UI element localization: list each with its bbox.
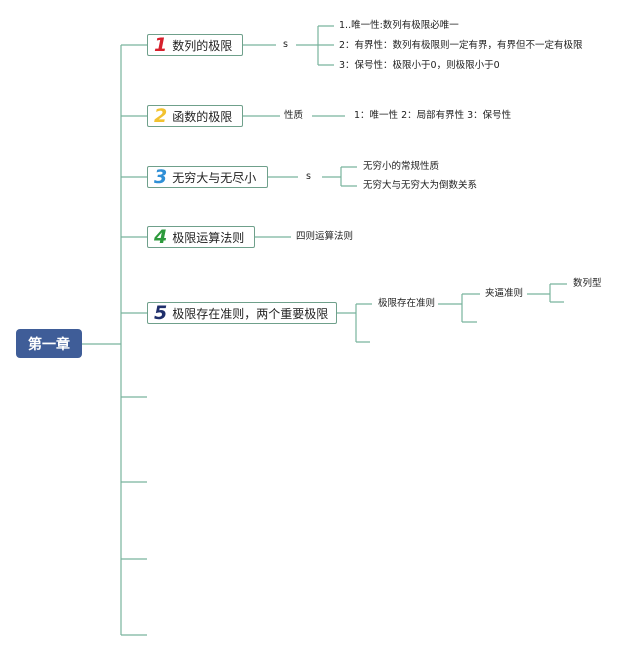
topic-4-node[interactable]: 4 极限运算法则 xyxy=(147,226,255,248)
topic-3-number: 3 xyxy=(154,165,168,188)
topic-4-sub-1: 四则运算法则 xyxy=(296,231,354,242)
topic-3-sub-2: 无穷大与无穷大为倒数关系 xyxy=(363,180,478,191)
topic-1-sub-1: 1..唯一性:数列有极限必唯一 xyxy=(339,20,459,31)
topic-1-number: 1 xyxy=(154,33,168,56)
topic-5-sub-3: 数列型 xyxy=(573,278,602,289)
topic-1-mid-label: s xyxy=(283,39,288,50)
topic-5-label: 极限存在准则，两个重要极限 xyxy=(172,306,329,321)
topic-1-sub-2: 2：有界性：数列有极限则一定有界，有界但不一定有极限 xyxy=(339,40,583,51)
topic-5-node[interactable]: 5 极限存在准则，两个重要极限 xyxy=(147,302,337,324)
topic-5-sub-2: 夹逼准则 xyxy=(485,288,524,299)
topic-3-sub-1: 无穷小的常规性质 xyxy=(363,161,440,172)
topic-3-mid-label: s xyxy=(306,171,311,182)
topic-4-number: 4 xyxy=(154,225,168,248)
topic-3-node[interactable]: 3 无穷大与无尽小 xyxy=(147,166,268,188)
topic-5-number: 5 xyxy=(154,301,168,324)
topic-5-sub-1: 极限存在准则 xyxy=(378,298,436,309)
topic-2-mid-label: 性质 xyxy=(284,110,304,121)
topic-1-label: 数列的极限 xyxy=(172,38,233,53)
topic-1-sub-3: 3：保号性：极限小于0，则极限小于0 xyxy=(339,60,500,71)
topic-2-node[interactable]: 2 函数的极限 xyxy=(147,105,243,127)
topic-3-label: 无穷大与无尽小 xyxy=(172,170,257,185)
topic-2-label: 函数的极限 xyxy=(172,109,233,124)
topic-2-sub-1: 1：唯一性 2：局部有界性 3：保号性 xyxy=(354,110,512,121)
root-node[interactable]: 第一章 xyxy=(16,329,82,358)
topic-4-label: 极限运算法则 xyxy=(172,230,245,245)
topic-1-node[interactable]: 1 数列的极限 xyxy=(147,34,243,56)
topic-2-number: 2 xyxy=(154,104,168,127)
